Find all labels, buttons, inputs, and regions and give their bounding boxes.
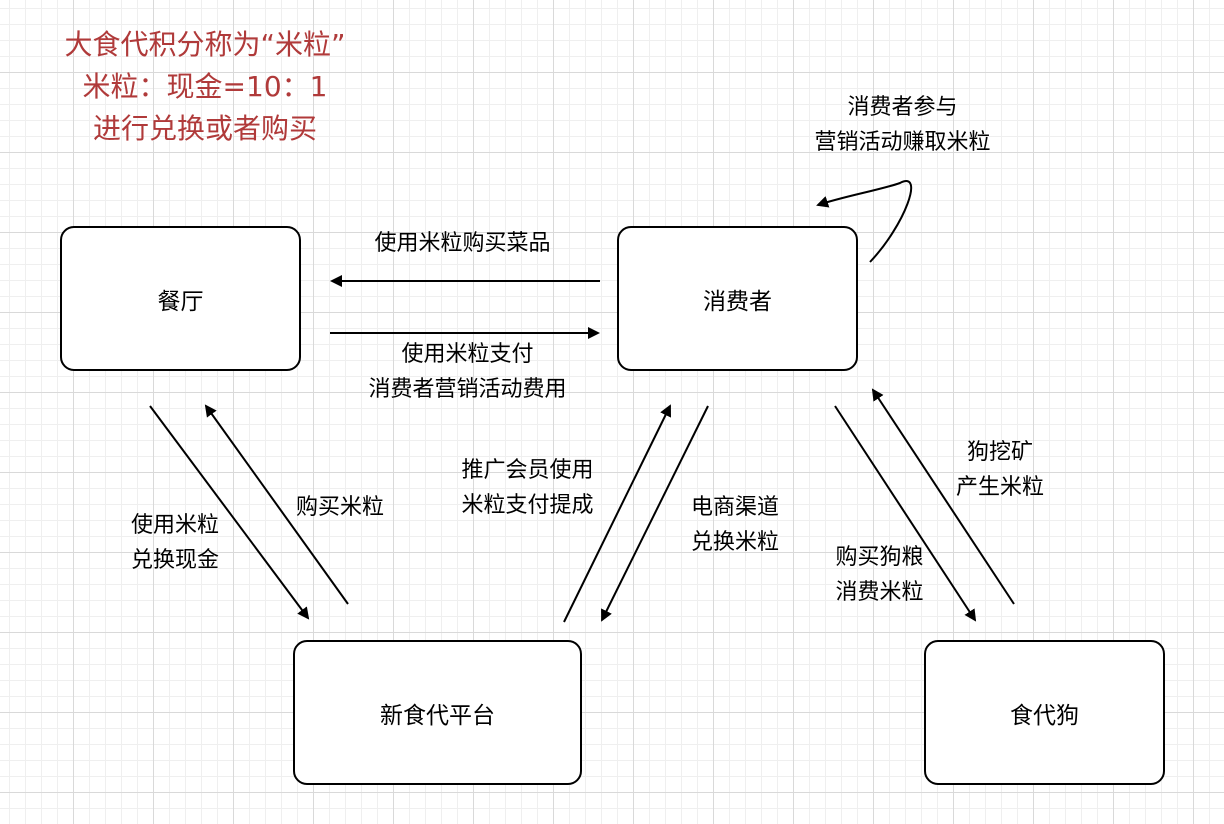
label-line: 兑换现金 (130, 548, 219, 573)
label-consumer-to-platform: 电商渠道 兑换米粒 (670, 490, 800, 560)
label-consumer-to-dog: 购买狗粮 消费米粒 (812, 540, 947, 610)
node-dog-label: 食代狗 (1010, 702, 1079, 729)
note-line-1: 大食代积分称为“米粒” (64, 28, 346, 61)
label-line: 米粒支付提成 (461, 493, 594, 518)
label-line: 营销活动赚取米粒 (814, 130, 991, 155)
note-line-2: 米粒：现金=10：1 (82, 70, 328, 103)
edge-restaurant-to-platform (149, 405, 310, 620)
label-dog-to-consumer: 狗挖矿 产生米粒 (935, 435, 1065, 505)
edge-consumer-self-loop (816, 180, 913, 263)
label-line: 产生米粒 (955, 475, 1044, 500)
note-line-3: 进行兑换或者购买 (92, 112, 317, 145)
label-line: 使用米粒购买菜品 (374, 231, 551, 256)
label-line: 推广会员使用 (461, 458, 594, 483)
edge-consumer-to-platform (601, 405, 709, 622)
node-restaurant: 餐厅 (60, 226, 301, 371)
label-line: 电商渠道 (690, 495, 779, 520)
label-line: 使用米粒 (130, 513, 219, 538)
label-platform-to-restaurant: 购买米粒 (270, 490, 410, 525)
label-line: 使用米粒支付 (401, 342, 534, 367)
edge-platform-to-restaurant (204, 404, 349, 605)
label-consumer-to-restaurant: 使用米粒购买菜品 (340, 226, 585, 261)
node-platform-label: 新食代平台 (380, 702, 495, 729)
label-platform-to-consumer: 推广会员使用 米粒支付提成 (430, 453, 625, 523)
label-line: 狗挖矿 (966, 440, 1033, 465)
label-line: 购买狗粮 (835, 545, 924, 570)
node-platform: 新食代平台 (293, 640, 582, 785)
node-restaurant-label: 餐厅 (157, 288, 204, 315)
label-line: 消费米粒 (835, 580, 924, 605)
label-line: 兑换米粒 (690, 530, 779, 555)
edge-consumer-to-dog (834, 405, 977, 622)
label-line: 购买米粒 (295, 495, 384, 520)
edge-dog-to-consumer (871, 388, 1015, 605)
label-restaurant-to-platform: 使用米粒 兑换现金 (100, 508, 250, 578)
edge-platform-to-consumer (563, 404, 671, 623)
label-line: 消费者参与 (847, 95, 958, 120)
label-line: 消费者营销活动费用 (368, 377, 567, 402)
node-consumer: 消费者 (617, 226, 858, 371)
label-restaurant-to-consumer: 使用米粒支付 消费者营销活动费用 (335, 337, 600, 407)
node-dog: 食代狗 (924, 640, 1165, 785)
label-consumer-self-loop: 消费者参与 营销活动赚取米粒 (770, 90, 1035, 160)
node-consumer-label: 消费者 (703, 288, 772, 315)
note-text: 大食代积分称为“米粒” 米粒：现金=10：1 进行兑换或者购买 (30, 24, 380, 150)
